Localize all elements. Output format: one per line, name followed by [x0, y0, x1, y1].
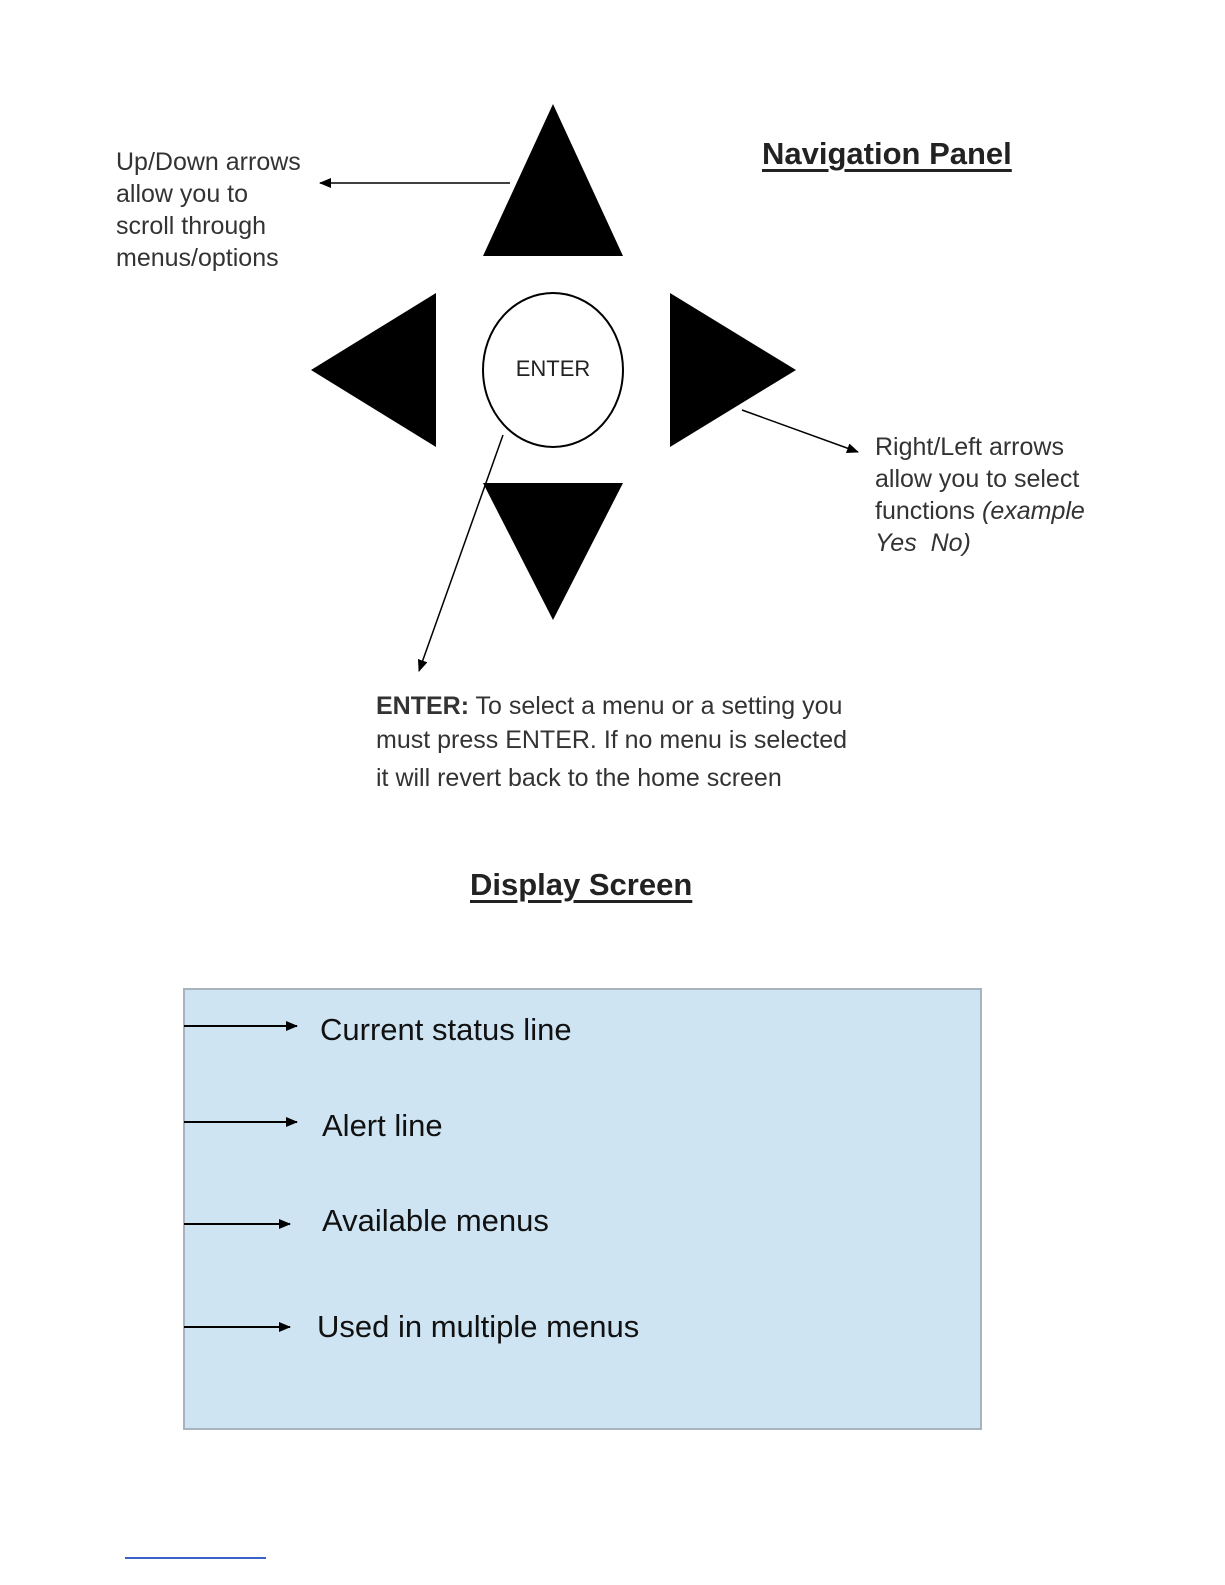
alert-line: Alert line [322, 1108, 443, 1143]
enter-note-label: ENTER: [376, 692, 470, 720]
right-left-note-line: functions (example [875, 495, 1085, 527]
multiple-menus-line: Used in multiple menus [317, 1309, 640, 1344]
example-text: (example [982, 497, 1085, 525]
enter-note-text: To select a menu or a setting you [469, 692, 843, 720]
up-down-note-line: menus/options [116, 244, 279, 272]
right-left-note-line: Right/Left arrows [875, 433, 1064, 461]
enter-button[interactable] [482, 292, 624, 448]
right-left-note-line: allow you to select [875, 465, 1080, 493]
enter-callout-arrow [417, 434, 504, 672]
enter-note: ENTER: To select a menu or a setting you… [376, 689, 847, 795]
up-down-note-line: scroll through [116, 212, 267, 240]
up-arrow-icon[interactable] [483, 104, 623, 256]
right-left-note: Right/Left arrows allow you to select fu… [875, 431, 1085, 559]
functions-text: functions [875, 497, 983, 525]
enter-note-line: ENTER: To select a menu or a setting you [376, 689, 847, 723]
available-menus-line: Available menus [322, 1203, 549, 1238]
enter-note-line: it will revert back to the home screen [376, 764, 782, 792]
current-status-line: Current status line [320, 1012, 572, 1047]
up-down-note-line: allow you to [116, 180, 249, 208]
display-screen-title: Display Screen [470, 867, 693, 902]
enter-note-line: must press ENTER. If no menu is selected [376, 726, 848, 754]
left-arrow-icon[interactable] [311, 293, 436, 447]
example-values: Yes No) [875, 529, 971, 557]
navigation-panel-title: Navigation Panel [762, 136, 1012, 171]
up-down-note: Up/Down arrows allow you to scroll throu… [116, 146, 301, 274]
right-left-callout-arrow [741, 409, 859, 453]
enter-button-label: ENTER [515, 356, 591, 381]
right-arrow-icon[interactable] [670, 293, 796, 447]
up-down-note-line: Up/Down arrows [116, 148, 301, 176]
down-arrow-icon[interactable] [483, 483, 623, 620]
display-screen-panel [183, 988, 982, 1430]
